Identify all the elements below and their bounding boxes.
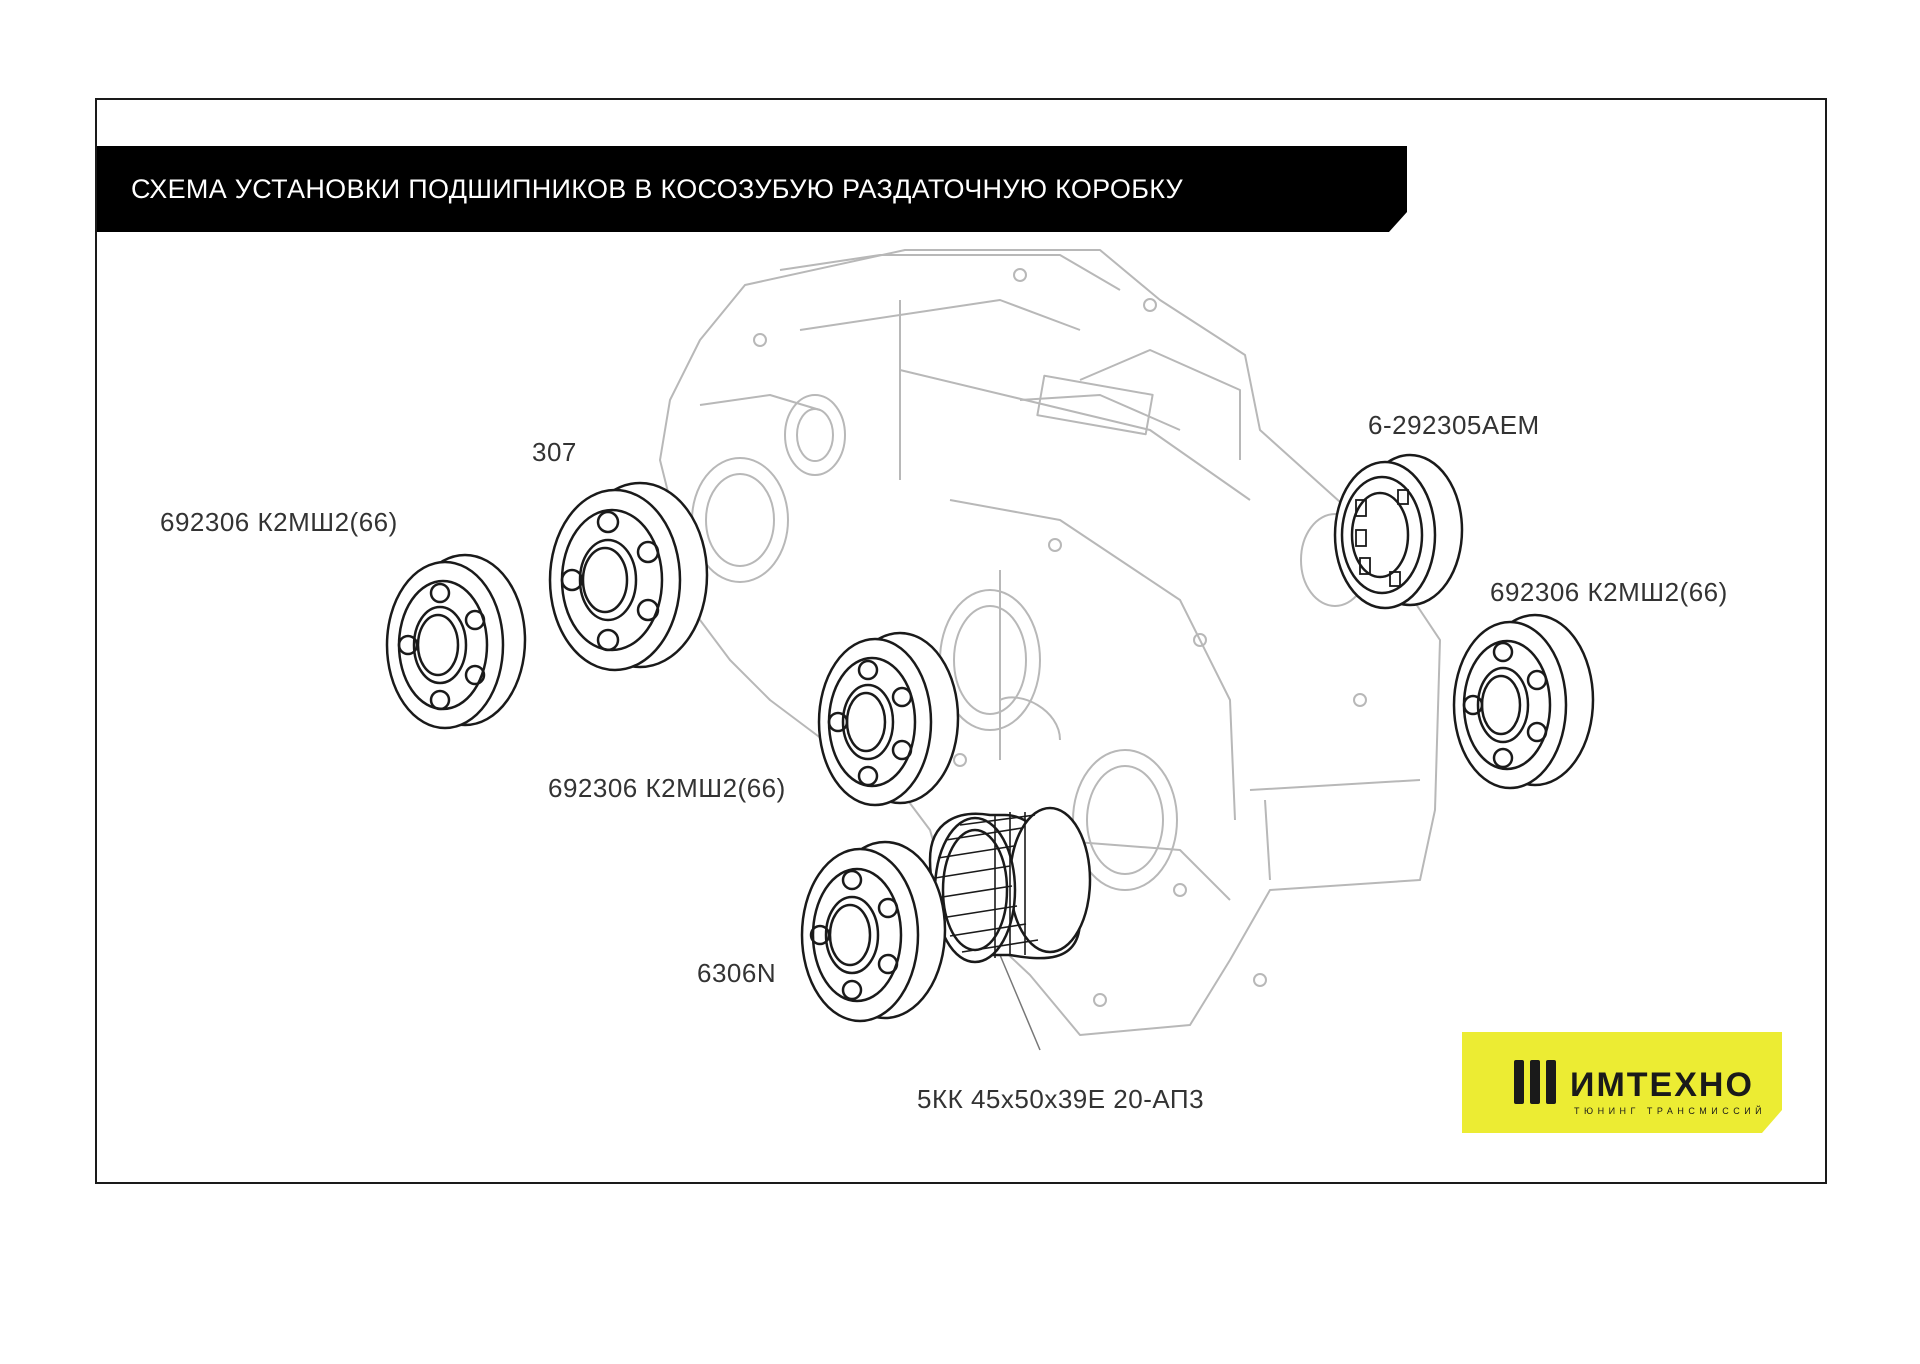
label-needle-bearing: 5КК 45x50x39Е 20-АП3 xyxy=(917,1084,1205,1114)
diagram-title: СХЕМА УСТАНОВКИ ПОДШИПНИКОВ В КОСОЗУБУЮ … xyxy=(131,174,1183,204)
label-bearing-6306n: 6306N xyxy=(697,958,777,988)
needle-bearing-leader xyxy=(999,954,1041,1051)
label-bearing-307: 307 xyxy=(532,437,577,467)
brand-logo: ИМТЕХНО ТЮНИНГ ТРАНСМИССИЙ xyxy=(1462,1032,1782,1133)
label-bearing-692306-center: 692306 К2МШ2(66) xyxy=(548,773,786,803)
bearing-692306-left xyxy=(385,553,527,730)
logo-tagline: ТЮНИНГ ТРАНСМИССИЙ xyxy=(1574,1105,1766,1116)
bearing-6-292305aem xyxy=(1333,453,1464,610)
brand-logo-graphic: ИМТЕХНО ТЮНИНГ ТРАНСМИССИЙ xyxy=(1462,1032,1782,1133)
label-bearing-6-292305aem: 6-292305АЕМ xyxy=(1368,410,1540,440)
bearing-692306-right xyxy=(1452,613,1595,790)
title-bar-shape xyxy=(97,146,1407,232)
bearing-6306n xyxy=(800,840,947,1023)
needle-bearing-5kk xyxy=(928,806,1092,964)
label-bearing-692306-left: 692306 К2МШ2(66) xyxy=(160,507,398,537)
title-bar: СХЕМА УСТАНОВКИ ПОДШИПНИКОВ В КОСОЗУБУЮ … xyxy=(97,146,1407,232)
bearing-307 xyxy=(548,481,709,672)
logo-name: ИМТЕХНО xyxy=(1570,1066,1754,1104)
label-bearing-692306-right: 692306 К2МШ2(66) xyxy=(1490,577,1728,607)
bearing-692306-center xyxy=(817,631,960,807)
drawing-frame xyxy=(95,98,1827,1184)
